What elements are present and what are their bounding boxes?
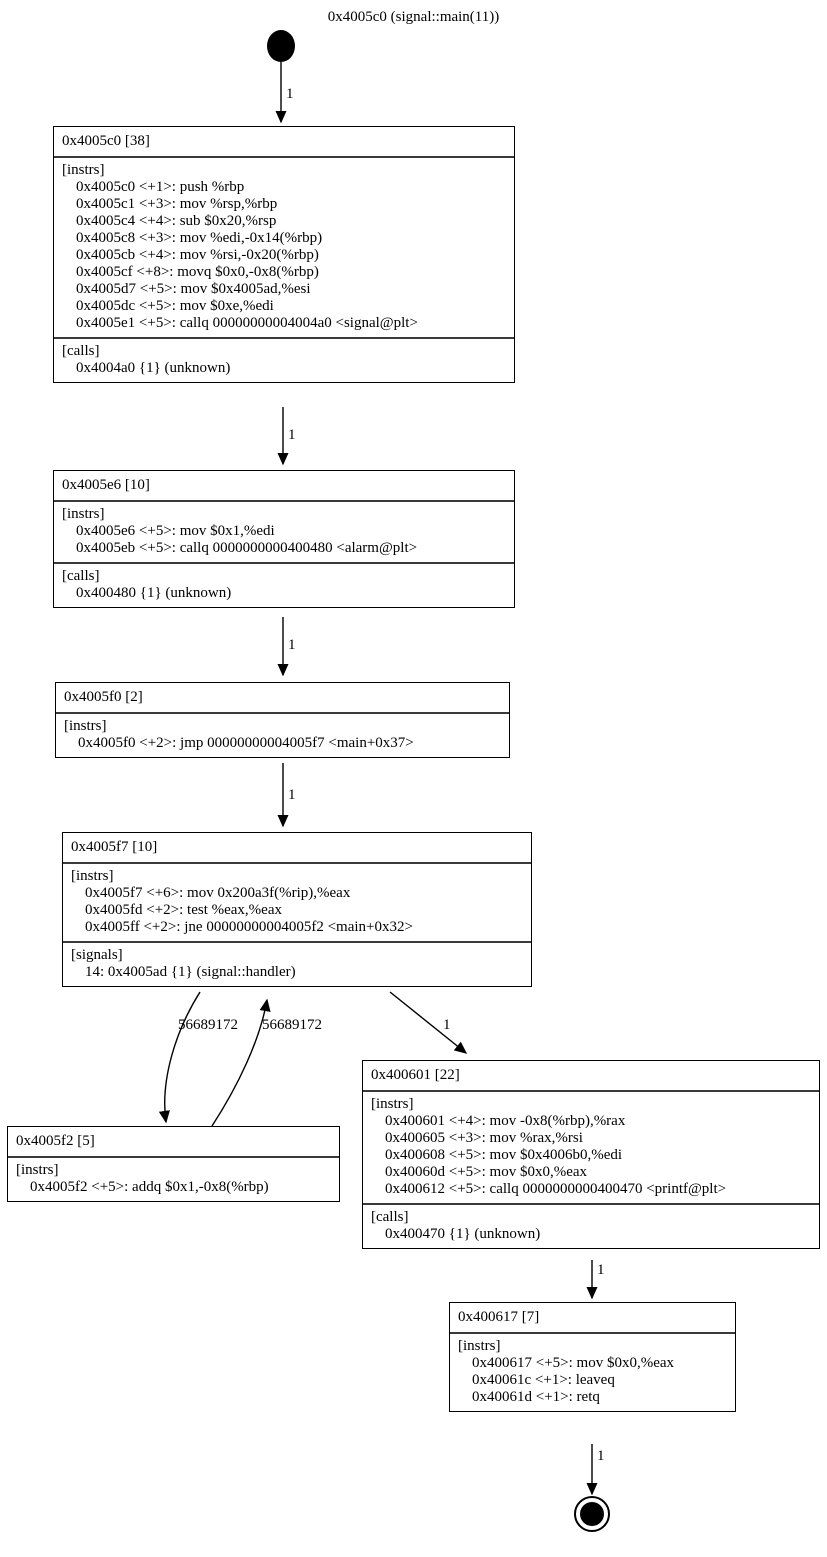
edge-label-4005c0-to-4005e6: 1 — [288, 427, 296, 443]
exit-point-node[interactable] — [574, 1496, 610, 1532]
graph-title: 0x4005c0 (signal::main(11)) — [327, 9, 500, 25]
edge-label-400617-to-exit: 1 — [597, 1448, 605, 1464]
basic-block-4005f0[interactable]: 0x4005f0 [2] [instrs] 0x4005f0 <+2>: jmp… — [55, 682, 510, 758]
instruction-line: 0x4005e6 <+5>: mov $0x1,%edi — [76, 523, 275, 539]
block-section-calls-4005c0: [calls] 0x4004a0 {1} (unknown) — [54, 337, 514, 382]
edge-label-4005f7-to-4005f2: 56689172 — [178, 1017, 238, 1033]
edge-label-400601-to-400617: 1 — [597, 1262, 605, 1278]
instruction-line: 0x4005f0 <+2>: jmp 00000000004005f7 <mai… — [78, 735, 414, 751]
section-title: [calls] — [371, 1209, 409, 1225]
edge-4005f7-to-400601 — [389, 991, 468, 1054]
instruction-line: 0x4005cb <+4>: mov %rsi,-0x20(%rbp) — [76, 247, 319, 263]
instruction-line: 0x4005eb <+5>: callq 0000000000400480 <a… — [76, 540, 418, 556]
basic-block-400617[interactable]: 0x400617 [7] [instrs] 0x400617 <+5>: mov… — [449, 1302, 736, 1412]
section-title: [calls] — [62, 343, 100, 359]
section-title: [calls] — [62, 568, 100, 584]
instruction-line: 0x4005c0 <+1>: push %rbp — [76, 179, 245, 195]
instruction-line: 0x4005d7 <+5>: mov $0x4005ad,%esi — [76, 281, 311, 297]
instruction-line: 0x4005c1 <+3>: mov %rsp,%rbp — [76, 196, 278, 212]
section-title: [instrs] — [16, 1162, 59, 1178]
instruction-line: 0x40061d <+1>: retq — [472, 1389, 600, 1405]
instruction-line: 0x400601 <+4>: mov -0x8(%rbp),%rax — [385, 1113, 626, 1129]
basic-block-4005e6[interactable]: 0x4005e6 [10] [instrs] 0x4005e6 <+5>: mo… — [53, 470, 515, 608]
instruction-line: 0x4005c8 <+3>: mov %edi,-0x14(%rbp) — [76, 230, 323, 246]
instruction-line: 0x4005fd <+2>: test %eax,%eax — [85, 902, 282, 918]
block-header-400601: 0x400601 [22] — [371, 1067, 460, 1083]
section-title: [instrs] — [62, 506, 105, 522]
edge-4005f7-to-4005f2 — [158, 991, 201, 1124]
edge-label-4005e6-to-4005f0: 1 — [288, 637, 296, 653]
block-section-calls-400601: [calls] 0x400470 {1} (unknown) — [363, 1203, 819, 1248]
block-section-instrs-400617: [instrs] 0x400617 <+5>: mov $0x0,%eax 0x… — [450, 1332, 735, 1411]
edge-label-4005f2-to-4005f7: 56689172 — [262, 1017, 322, 1033]
section-title: [instrs] — [62, 162, 105, 178]
instruction-line: 0x4005f7 <+6>: mov 0x200a3f(%rip),%eax — [85, 885, 351, 901]
block-header-4005f0: 0x4005f0 [2] — [64, 689, 143, 705]
instruction-line: 0x400612 <+5>: callq 0000000000400470 <p… — [385, 1181, 727, 1197]
block-section-instrs-4005f0: [instrs] 0x4005f0 <+2>: jmp 000000000040… — [56, 712, 509, 757]
block-section-instrs-4005c0: [instrs] 0x4005c0 <+1>: push %rbp 0x4005… — [54, 156, 514, 337]
basic-block-4005f2[interactable]: 0x4005f2 [5] [instrs] 0x4005f2 <+5>: add… — [7, 1126, 340, 1202]
call-line: 0x400470 {1} (unknown) — [385, 1226, 541, 1242]
edge-label-entry-to-4005c0: 1 — [286, 86, 294, 102]
instruction-line: 0x4005f2 <+5>: addq $0x1,-0x8(%rbp) — [30, 1179, 269, 1195]
section-title: [instrs] — [371, 1096, 414, 1112]
basic-block-4005c0[interactable]: 0x4005c0 [38] [instrs] 0x4005c0 <+1>: pu… — [53, 126, 515, 383]
block-section-calls-4005e6: [calls] 0x400480 {1} (unknown) — [54, 562, 514, 607]
block-header-400617: 0x400617 [7] — [458, 1309, 540, 1325]
block-section-signals-4005f7: [signals] 14: 0x4005ad {1} (signal::hand… — [63, 941, 531, 986]
block-section-instrs-4005f2: [instrs] 0x4005f2 <+5>: addq $0x1,-0x8(%… — [8, 1156, 339, 1201]
block-section-instrs-400601: [instrs] 0x400601 <+4>: mov -0x8(%rbp),%… — [363, 1090, 819, 1203]
instruction-line: 0x4005c4 <+4>: sub $0x20,%rsp — [76, 213, 277, 229]
section-title: [instrs] — [458, 1338, 501, 1354]
instruction-line: 0x4005e1 <+5>: callq 00000000004004a0 <s… — [76, 315, 418, 331]
section-title: [signals] — [71, 947, 123, 963]
instruction-line: 0x400605 <+3>: mov %rax,%rsi — [385, 1130, 583, 1146]
instruction-line: 0x400617 <+5>: mov $0x0,%eax — [472, 1355, 675, 1371]
block-header-4005c0: 0x4005c0 [38] — [62, 133, 150, 149]
block-header-4005e6: 0x4005e6 [10] — [62, 477, 150, 493]
section-title: [instrs] — [64, 718, 107, 734]
instruction-line: 0x400608 <+5>: mov $0x4006b0,%edi — [385, 1147, 623, 1163]
section-title: [instrs] — [71, 868, 114, 884]
call-line: 0x400480 {1} (unknown) — [76, 585, 232, 601]
entry-point-node[interactable] — [267, 30, 295, 62]
instruction-line: 0x4005cf <+8>: movq $0x0,-0x8(%rbp) — [76, 264, 319, 280]
signal-line: 14: 0x4005ad {1} (signal::handler) — [85, 964, 296, 980]
edge-label-4005f0-to-4005f7: 1 — [288, 787, 296, 803]
instruction-line: 0x4005dc <+5>: mov $0xe,%edi — [76, 298, 274, 314]
instruction-line: 0x40060d <+5>: mov $0x0,%eax — [385, 1164, 588, 1180]
instruction-line: 0x40061c <+1>: leaveq — [472, 1372, 615, 1388]
edge-label-4005f7-to-400601: 1 — [443, 1017, 451, 1033]
block-header-4005f2: 0x4005f2 [5] — [16, 1133, 95, 1149]
instruction-line: 0x4005ff <+2>: jne 00000000004005f2 <mai… — [85, 919, 413, 935]
call-line: 0x4004a0 {1} (unknown) — [76, 360, 231, 376]
basic-block-4005f7[interactable]: 0x4005f7 [10] [instrs] 0x4005f7 <+6>: mo… — [62, 832, 532, 987]
basic-block-400601[interactable]: 0x400601 [22] [instrs] 0x400601 <+4>: mo… — [362, 1060, 820, 1249]
block-header-4005f7: 0x4005f7 [10] — [71, 839, 158, 855]
block-section-instrs-4005e6: [instrs] 0x4005e6 <+5>: mov $0x1,%edi 0x… — [54, 500, 514, 562]
block-section-instrs-4005f7: [instrs] 0x4005f7 <+6>: mov 0x200a3f(%ri… — [63, 862, 531, 941]
